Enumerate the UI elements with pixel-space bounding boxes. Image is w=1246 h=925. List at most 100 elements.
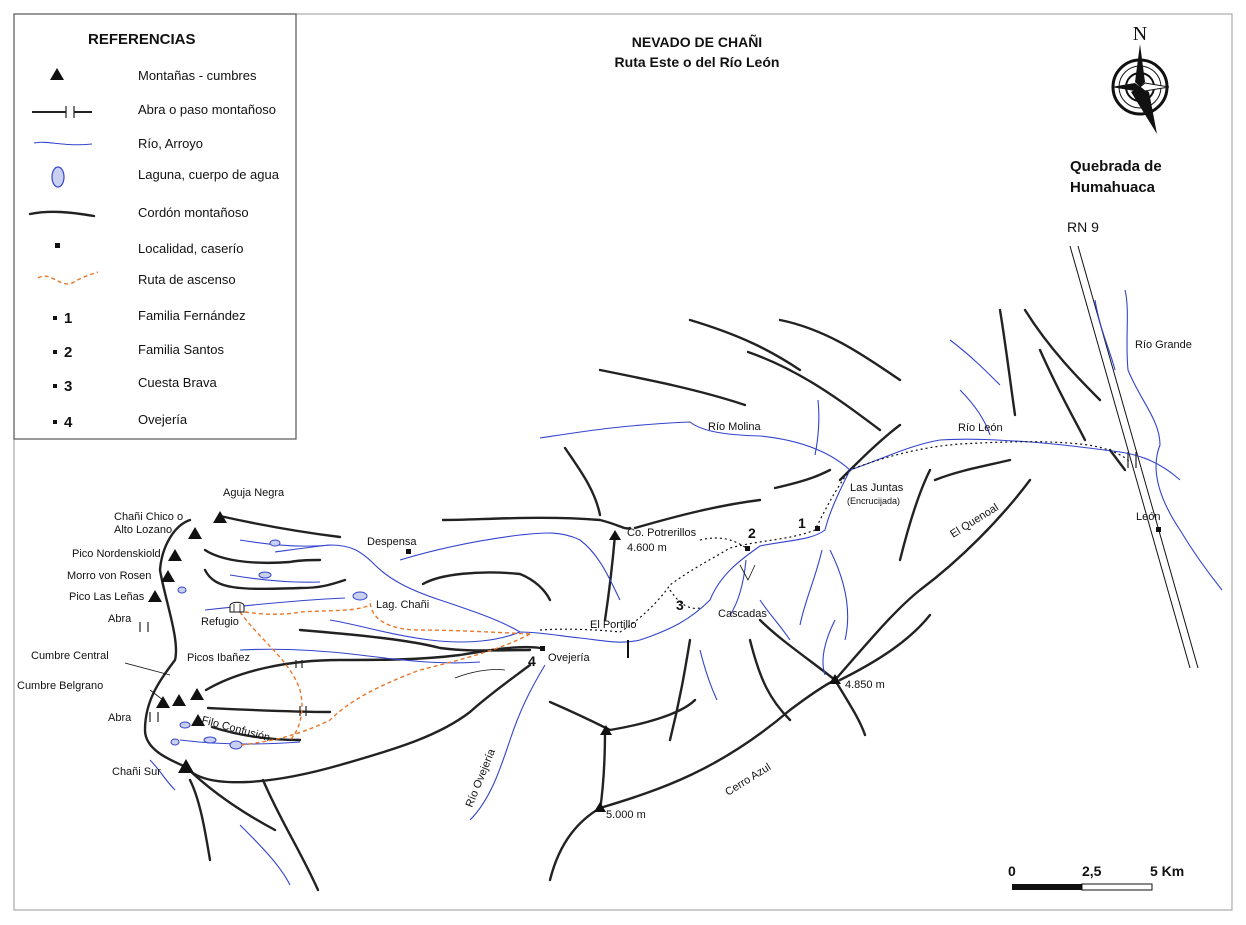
scale-tick-end: 5 Km — [1150, 863, 1184, 879]
scale-bar: 0 2,5 5 Km — [1008, 863, 1184, 891]
ridge-north-far-b — [688, 318, 802, 372]
label-cerro-azul: Cerro Azul — [723, 761, 773, 798]
ridge-ibanez — [204, 645, 542, 692]
legend-label-river: Río, Arroyo — [138, 136, 203, 151]
ridge-icon — [28, 210, 96, 218]
legend-label-locality: Localidad, caserío — [138, 241, 244, 256]
map-title: NEVADO DE CHAÑI — [632, 33, 762, 50]
ridge-north-far — [598, 368, 747, 407]
peak-cumbre-belgrano-icon — [156, 696, 170, 708]
legend-heading: REFERENCIAS — [88, 31, 196, 48]
river-santos — [729, 559, 747, 616]
ridge-quenoal-north — [898, 468, 932, 562]
lake-chani — [352, 591, 368, 601]
legend-label-lake: Laguna, cuerpo de agua — [138, 167, 280, 182]
route-icon — [37, 271, 99, 285]
label-mark-1: 1 — [798, 515, 806, 531]
legend-label-santos: Familia Santos — [138, 342, 224, 357]
label-chani-chico-2: Alto Lozano — [114, 524, 172, 536]
peak-nordenskiold-icon — [168, 549, 182, 561]
rn9-label: RN 9 — [1067, 219, 1099, 235]
label-mark-3: 3 — [676, 597, 684, 613]
pass-abra-south-icon — [149, 712, 159, 722]
pass-confusion-icon — [299, 706, 307, 716]
label-nordenskiold: Pico Nordenskiold — [72, 548, 161, 560]
ridge-despensa — [421, 571, 552, 602]
peak-chani-sur-icon — [178, 759, 194, 773]
leader-ovejeria-ridge — [454, 669, 506, 679]
lake-icon — [51, 166, 65, 188]
peak-4850-icon — [829, 674, 841, 684]
scale-bar-segment-a — [1012, 884, 1082, 890]
lake-small-b — [269, 539, 281, 547]
legend-box: REFERENCIAS Montañas - cumbres Abra o pa… — [13, 13, 297, 440]
peak-las-lenas-icon — [148, 590, 162, 602]
ridge-potrerillos-n — [563, 446, 602, 517]
legend-label-mountains: Montañas - cumbres — [138, 68, 257, 83]
label-picos-ibanez: Picos Ibañez — [187, 652, 250, 664]
rio-despensa — [399, 532, 621, 601]
legend-label-ovejeria: Ovejería — [138, 412, 188, 427]
ridge-quenoal — [833, 478, 1032, 682]
river-rosen — [229, 574, 321, 583]
ridge-confusion-b — [210, 725, 302, 742]
river-lenas — [204, 597, 346, 611]
ridge-portillo-s — [668, 638, 692, 742]
despensa-marker — [406, 549, 411, 554]
label-cumbre-central: Cumbre Central — [31, 650, 109, 662]
quebrada-label-line2: Humahuaca — [1070, 179, 1156, 196]
peak-ridge-5000-north-icon — [600, 725, 612, 735]
label-rio-ovejeria: Río Ovejería — [464, 747, 499, 810]
ridge-main-west — [143, 518, 192, 769]
square-icon — [55, 243, 60, 248]
river-juntas-c — [822, 619, 836, 676]
river-northeast-b — [959, 389, 991, 436]
fernandez-marker — [815, 526, 820, 531]
river-lag-chani — [329, 619, 521, 643]
river-refugio — [239, 648, 481, 664]
label-von-rosen: Morro von Rosen — [67, 570, 151, 582]
ridge-southwest-b — [188, 778, 212, 862]
scale-tick-mid: 2,5 — [1082, 863, 1102, 879]
ridge-juntas-w — [773, 468, 832, 490]
square-icon — [53, 420, 57, 424]
leader-cascadas — [739, 564, 756, 581]
lake-confusion-d — [170, 738, 180, 746]
legend-number-3: 3 — [64, 378, 72, 395]
ascent-route-lagoon — [369, 599, 531, 635]
ridge-leon-pass — [1108, 448, 1127, 472]
mountain-ridges — [143, 308, 1127, 892]
label-abra-north: Abra — [108, 613, 132, 625]
legend-label-fernandez: Familia Fernández — [138, 308, 246, 323]
label-las-lenas: Pico Las Leñas — [69, 591, 145, 603]
ascent-route-main — [239, 633, 531, 746]
ascent-route-refugio — [239, 611, 303, 741]
ridge-northeast-a — [746, 350, 882, 432]
trail-cuesta-brava — [669, 589, 701, 610]
ridge-juntas-n — [838, 423, 902, 482]
lake-confusion-a — [179, 721, 191, 729]
peak-aguja-negra-icon — [213, 511, 227, 523]
river-molina-trib — [814, 399, 820, 456]
label-las-juntas: Las Juntas — [850, 482, 904, 494]
ridge-southwest-a — [184, 765, 277, 832]
pass-icon — [32, 106, 92, 118]
peak-picos-ibanez-icon — [190, 688, 204, 700]
ridge-quenoal-ne — [933, 458, 1012, 482]
legend-number-2: 2 — [64, 344, 72, 361]
ridge-northeast-d — [1023, 308, 1102, 402]
label-aguja-negra: Aguja Negra — [223, 487, 285, 499]
label-alt-5000: 5.000 m — [606, 809, 646, 821]
peak-5000-icon — [594, 802, 606, 812]
label-el-portillo: El Portillo — [590, 619, 636, 631]
ridge-5000-south — [548, 806, 602, 882]
santos-marker — [745, 546, 750, 551]
lake-small-a — [258, 571, 272, 579]
rn9-road-line-a — [1069, 245, 1191, 669]
label-cumbre-belgrano: Cumbre Belgrano — [17, 680, 103, 692]
ridge-north-a — [441, 516, 632, 530]
pass-markers — [139, 452, 1137, 722]
label-refugio: Refugio — [201, 616, 239, 628]
ridge-5000-stem — [598, 728, 607, 812]
